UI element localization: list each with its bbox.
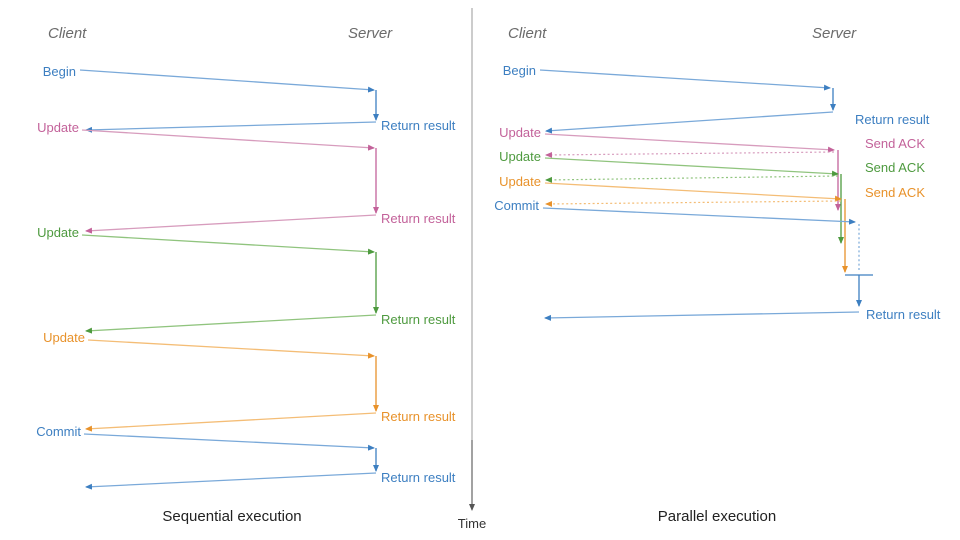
client-label-update-2: Update <box>37 225 79 240</box>
lane-header-client: Client <box>508 25 547 42</box>
server-label-return-4: Return result <box>381 409 456 424</box>
lane-header-server: Server <box>348 25 393 42</box>
server-label-return-2: Return result <box>866 307 941 322</box>
client-label-begin: Begin <box>503 63 536 78</box>
client-label-update-3: Update <box>499 174 541 189</box>
client-label-update-2: Update <box>499 149 541 164</box>
server-label-return-2: Return result <box>381 211 456 226</box>
exchange-begin <box>539 69 836 134</box>
server-label-return-5: Return result <box>381 470 456 485</box>
panel-parallel: Client Server <box>494 25 941 525</box>
exchange-commit <box>83 433 379 490</box>
server-label-return-1: Return result <box>855 112 930 127</box>
lane-header-server: Server <box>812 25 857 42</box>
caption-parallel: Parallel execution <box>658 508 776 525</box>
client-label-commit: Commit <box>36 424 81 439</box>
client-label-begin: Begin <box>43 64 76 79</box>
exchange-begin <box>79 69 379 133</box>
server-label-return-3: Return result <box>381 312 456 327</box>
exchange-commit <box>542 207 873 321</box>
server-label-return-1: Return result <box>381 118 456 133</box>
server-label-ack-1: Send ACK <box>865 136 925 151</box>
client-label-commit: Commit <box>494 198 539 213</box>
exchange-update-3 <box>544 182 848 273</box>
client-label-update-3: Update <box>43 330 85 345</box>
panel-divider-group: Time <box>458 8 486 531</box>
panel-sequential: Client Server <box>36 25 456 525</box>
client-label-update-1: Update <box>499 125 541 140</box>
exchange-update-2 <box>81 234 379 334</box>
lane-header-client: Client <box>48 25 87 42</box>
exchange-update-2 <box>544 157 844 244</box>
time-axis-label: Time <box>458 516 486 531</box>
server-label-ack-2: Send ACK <box>865 160 925 175</box>
caption-sequential: Sequential execution <box>162 508 301 525</box>
exchange-update-1 <box>81 129 379 234</box>
client-label-update-1: Update <box>37 120 79 135</box>
server-label-ack-3: Send ACK <box>865 185 925 200</box>
exchange-update-3 <box>85 339 379 432</box>
